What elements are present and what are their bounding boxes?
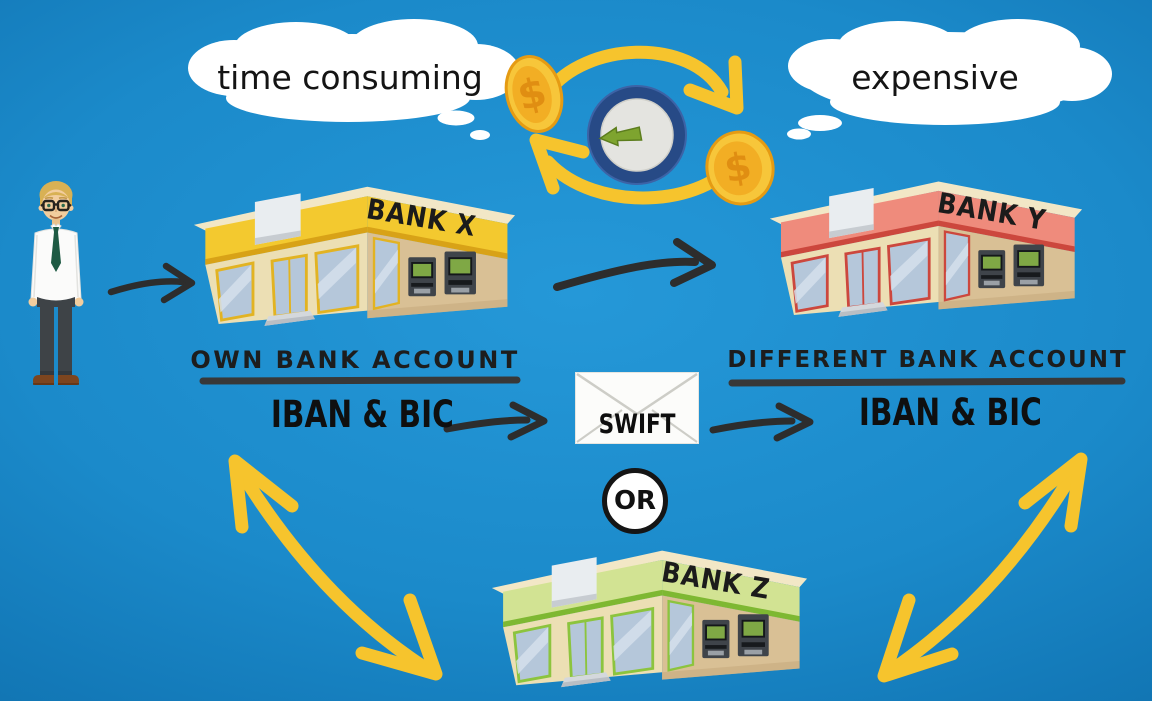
bank-building-icon <box>192 181 516 333</box>
bank-z-building: BANK Z <box>490 545 808 695</box>
underline-different-account <box>728 377 1126 387</box>
thought-bubble-left-icon <box>188 19 520 140</box>
caption-underlines <box>199 376 1126 387</box>
arrow-person-to-bank-x <box>107 262 196 304</box>
arrow-swift-to-iban <box>709 402 814 442</box>
bank-x-building: BANK X <box>192 181 516 333</box>
two-way-arrow-left-icon <box>228 454 443 681</box>
two-way-arrow-right-icon <box>877 452 1088 683</box>
bank-building-icon <box>768 176 1083 324</box>
glasses-icon <box>40 199 72 212</box>
thought-text-expensive: expensive <box>851 58 1019 97</box>
dollar-coin-icon: $ <box>504 55 564 133</box>
necktie <box>51 227 61 272</box>
underline-own-account <box>199 376 521 385</box>
caption-different-bank-account: DIFFERENT BANK ACCOUNT <box>727 347 1128 373</box>
thought-text-time-consuming: time consuming <box>217 58 483 97</box>
dollar-coin-icon: $ <box>705 130 775 206</box>
bank-y-building: BANK Y <box>768 176 1083 324</box>
arrow-bank-x-to-bank-y <box>553 238 716 291</box>
or-label: OR <box>613 486 657 516</box>
envelope-flap-lines <box>576 373 698 443</box>
flow-arrows <box>107 238 814 442</box>
label-iban-bic-receiver: IBAN & BIC <box>858 391 1042 434</box>
bank-customer-icon <box>28 181 84 385</box>
bank-building-icon <box>490 545 808 695</box>
caption-own-bank-account: OWN BANK ACCOUNT <box>190 346 520 374</box>
swift-envelope-icon: SWIFT <box>575 372 699 444</box>
or-badge: OR <box>602 468 668 534</box>
clock-hand <box>598 126 643 147</box>
thought-bubble-right-icon <box>787 19 1112 140</box>
label-iban-bic-sender: IBAN & BIC <box>270 393 454 436</box>
arrow-iban-to-swift <box>443 401 548 441</box>
swift-label: SWIFT <box>598 409 676 440</box>
clock-icon <box>587 85 687 185</box>
